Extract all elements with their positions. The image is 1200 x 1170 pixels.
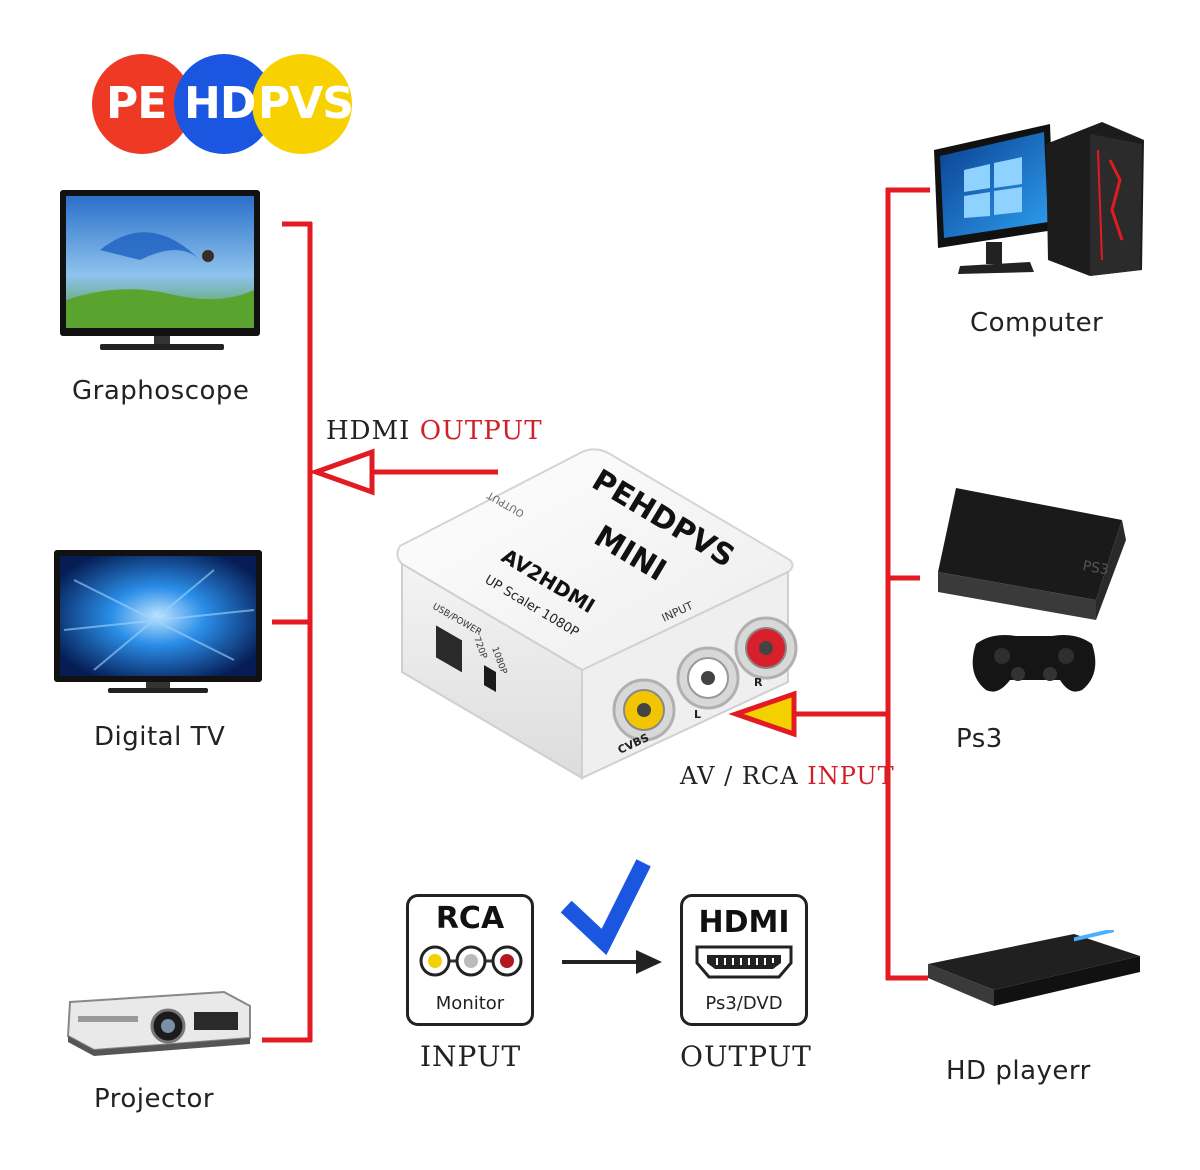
hd-player-label: HD playerr xyxy=(946,1056,1091,1086)
projector-label: Projector xyxy=(94,1084,215,1114)
right-bracket xyxy=(885,187,930,981)
desktop-computer-icon xyxy=(934,122,1144,276)
digital-tv-label: Digital TV xyxy=(94,722,226,752)
monitor-icon xyxy=(54,550,262,693)
input-arrow xyxy=(728,690,888,738)
rca-plugs-icon xyxy=(419,945,523,977)
hdmi-port-icon xyxy=(695,945,793,979)
logo-yellow-circle xyxy=(252,54,352,154)
brand-logo: PE HD PVS xyxy=(92,54,354,154)
svg-text:PS3: PS3 xyxy=(1081,558,1110,578)
legend-output-caption: OUTPUT xyxy=(680,1040,812,1073)
rca-subtitle: Monitor xyxy=(435,993,505,1014)
jack-r-label: R xyxy=(754,676,763,689)
hdmi-legend-box: HDMI Ps3/DVD xyxy=(680,894,808,1026)
logo-text-pvs: PVS xyxy=(258,78,354,129)
hdmi-subtitle: Ps3/DVD xyxy=(705,993,783,1014)
computer-label: Computer xyxy=(970,308,1104,338)
rca-jack-left xyxy=(676,646,740,710)
output-arrow xyxy=(308,448,498,496)
projector-icon xyxy=(66,990,251,1056)
converter-box: PEHDPVS MINI AV2HDMI UP Scaler 1080P OUT… xyxy=(396,448,798,780)
annotation-highlight: OUTPUT xyxy=(419,416,543,446)
rca-title: RCA xyxy=(435,901,505,936)
left-bracket xyxy=(262,221,313,1043)
ps3-label: Ps3 xyxy=(956,724,1003,754)
legend-arrow xyxy=(562,950,662,974)
graphoscope-label: Graphoscope xyxy=(72,376,250,406)
annotation-highlight: INPUT xyxy=(807,762,895,790)
check-mark-icon xyxy=(560,859,651,956)
jack-l-label: L xyxy=(694,708,701,721)
rca-legend-box: RCA Monitor xyxy=(406,894,534,1026)
tv-icon xyxy=(60,190,260,350)
hdmi-output-annotation: HDMI OUTPUT xyxy=(326,416,543,446)
logo-text-hd: HD xyxy=(184,78,256,129)
annotation-prefix: AV / RCA xyxy=(680,762,808,790)
av-input-annotation: AV / RCA INPUT xyxy=(680,762,895,790)
rca-jack-cvbs xyxy=(612,678,676,742)
legend-input-caption: INPUT xyxy=(420,1040,522,1073)
logo-text-pe: PE xyxy=(106,78,167,129)
hdmi-title: HDMI xyxy=(698,905,790,940)
rca-jack-right xyxy=(734,616,798,680)
media-player-icon xyxy=(928,930,1140,1006)
annotation-prefix: HDMI xyxy=(326,416,420,446)
game-console-icon: PS3 xyxy=(938,488,1126,692)
